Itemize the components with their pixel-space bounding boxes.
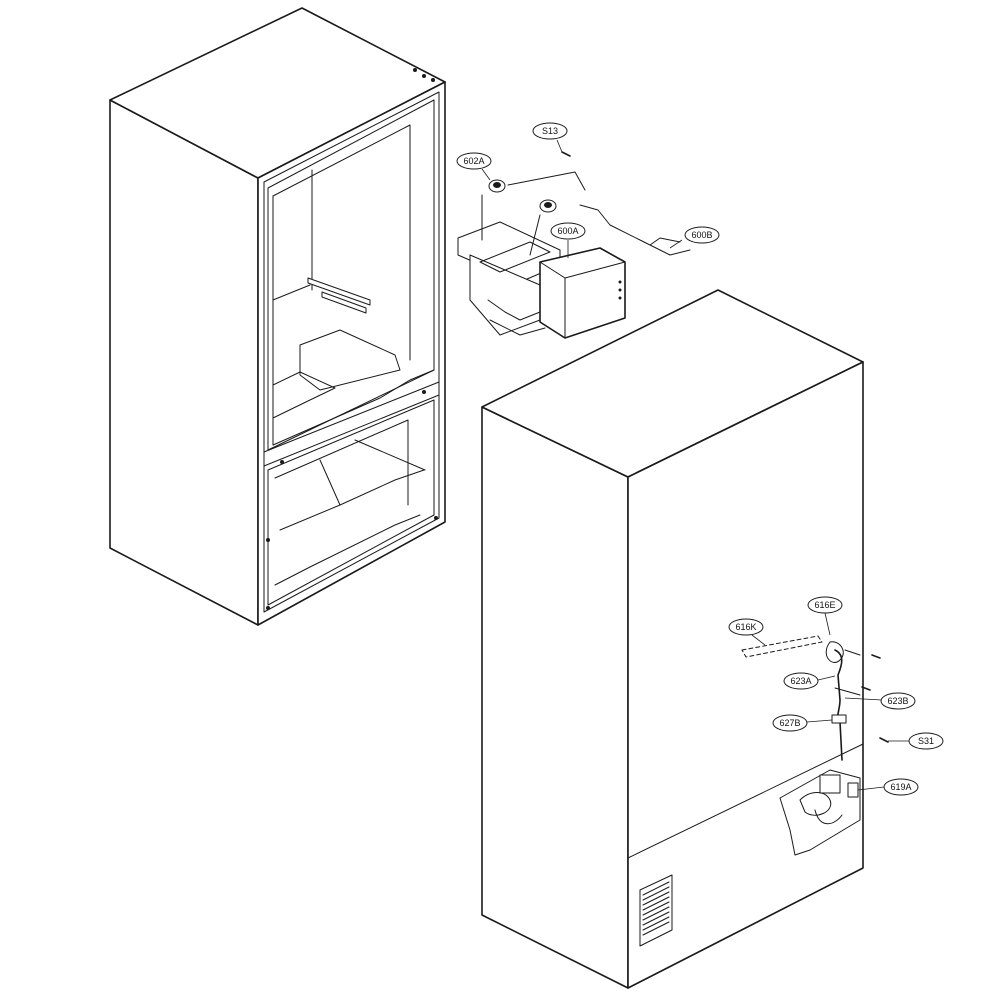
callout-623a: 623A xyxy=(783,672,836,690)
callout-602a: 602A xyxy=(456,152,492,181)
callout-623b: 623B xyxy=(844,692,916,710)
callout-label: 623B xyxy=(887,696,908,706)
callout-label: 616K xyxy=(735,622,756,632)
ice-maker-assembly xyxy=(457,151,691,339)
callout-619a: 619A xyxy=(857,778,919,796)
callout-label: 619A xyxy=(890,782,911,792)
callout-label: S31 xyxy=(918,736,934,746)
callout-616e: 616E xyxy=(807,596,843,636)
callout-616k: 616K xyxy=(728,618,766,646)
callout-label: 600A xyxy=(557,226,578,236)
refrigerator-cabinet-rear xyxy=(481,289,889,989)
callout-627b: 627B xyxy=(772,714,833,732)
callout-600b: 600B xyxy=(669,226,720,249)
callout-label: S13 xyxy=(542,126,558,136)
callouts: S13 602A 600A 600B 616K 6 xyxy=(456,122,944,796)
callout-s31: S31 xyxy=(888,732,944,750)
refrigerator-cabinet-front xyxy=(109,7,446,626)
callout-label: 616E xyxy=(814,600,835,610)
callout-label: 602A xyxy=(463,156,484,166)
callout-label: 627B xyxy=(779,718,800,728)
callout-600a: 600A xyxy=(550,222,586,258)
callout-label: 600B xyxy=(691,230,712,240)
callout-s13: S13 xyxy=(532,122,568,153)
callout-label: 623A xyxy=(790,676,811,686)
